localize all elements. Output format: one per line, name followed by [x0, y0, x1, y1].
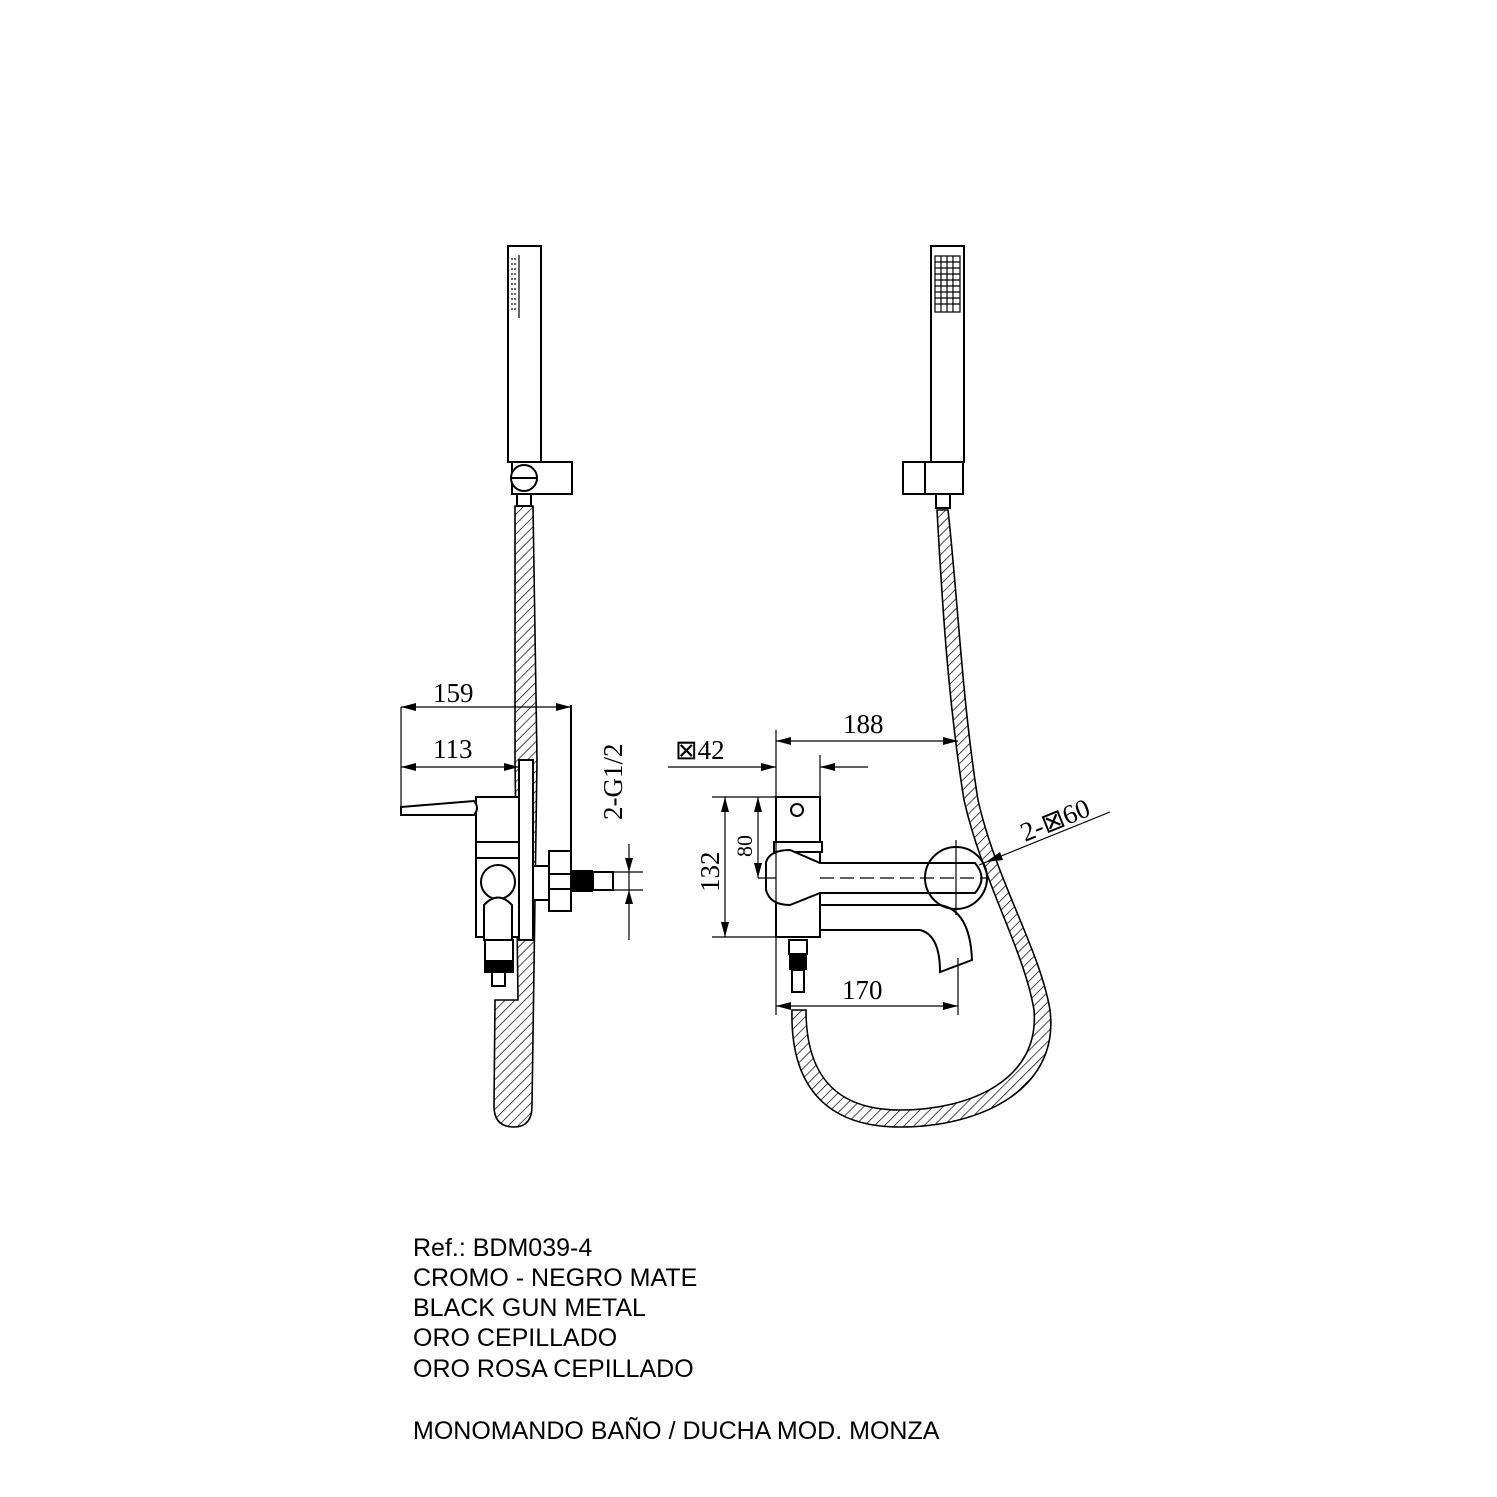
side-holder — [510, 461, 573, 507]
front-dim-height-inner-label: 80 — [732, 835, 757, 857]
front-spray-grid-icon — [934, 255, 961, 313]
front-spout — [819, 904, 974, 974]
side-lever-handle — [400, 799, 478, 816]
front-dim-escutcheon-label: 2-⊠60 — [1016, 793, 1094, 848]
side-dim-total-label: 159 — [433, 678, 474, 708]
finish-item: BLACK GUN METAL — [413, 1294, 646, 1322]
side-handset — [507, 245, 542, 463]
front-outlet — [788, 939, 808, 993]
front-view: 188 ⊠42 132 80 170 2-⊠60 — [668, 245, 1111, 1128]
side-dim-handle-label: 113 — [433, 734, 473, 764]
finish-item: ORO CEPILLADO — [413, 1324, 618, 1352]
front-dimensions — [668, 730, 1111, 1015]
reference-label: Ref.: BDM039-4 — [413, 1234, 593, 1262]
front-hose — [791, 509, 1052, 1128]
side-diverter — [484, 939, 514, 987]
front-holder — [902, 461, 964, 509]
side-wall-connection — [532, 850, 614, 912]
front-dim-height-total-label: 132 — [695, 852, 725, 893]
front-dim-spout-label: 170 — [842, 975, 883, 1005]
front-dim-width-label: 188 — [843, 709, 884, 739]
finish-item: ORO ROSA CEPILLADO — [413, 1355, 694, 1383]
side-hose — [493, 505, 538, 1128]
side-spray-nozzles-icon — [511, 258, 516, 312]
model-title: MONOMANDO BAÑO / DUCHA MOD. MONZA — [413, 1417, 940, 1445]
side-mixer-body — [475, 759, 534, 941]
side-dim-thread-label: 2-G1/2 — [598, 744, 628, 821]
side-view: 159 113 2-G1/2 — [400, 245, 643, 1128]
side-dimensions — [401, 703, 643, 940]
front-dim-body-label: ⊠42 — [675, 735, 725, 765]
finish-item: CROMO - NEGRO MATE — [413, 1264, 698, 1292]
